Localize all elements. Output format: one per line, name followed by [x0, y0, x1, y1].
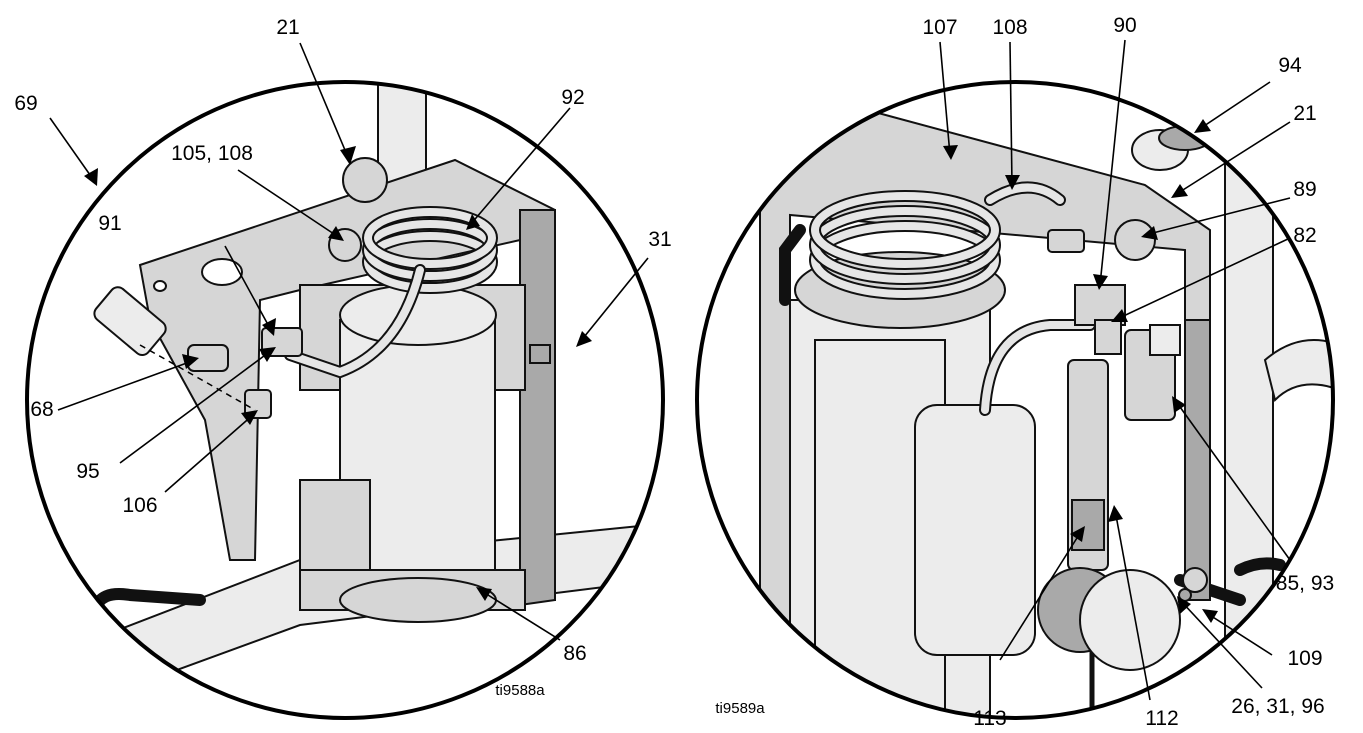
- right-assembly-drawing: [759, 82, 1333, 718]
- callout-label: 95: [76, 460, 99, 483]
- callout-label: 69: [14, 92, 37, 115]
- callout-label: 68: [30, 398, 53, 421]
- callout-label: 91: [98, 212, 121, 235]
- callout-labels-left: 21 69 92 105, 108 91 31 68 95 106 86: [14, 16, 671, 665]
- leader-lines-right: [939, 39, 1291, 701]
- figure-id-right: ti9589a: [715, 700, 765, 717]
- callout-label: 109: [1287, 647, 1322, 670]
- detail-view-left: 21 69 92 105, 108 91 31 68 95 106 86 ti9…: [14, 16, 672, 720]
- callout-label: 108: [992, 16, 1027, 39]
- callout-label: 90: [1113, 14, 1136, 37]
- left-assembly-drawing: [39, 82, 663, 718]
- callout-label: 89: [1293, 178, 1316, 201]
- callout-label: 85, 93: [1276, 572, 1334, 595]
- callout-label: 21: [1293, 102, 1316, 125]
- callout-label: 112: [1145, 707, 1178, 730]
- callout-label: 113: [973, 707, 1006, 730]
- callout-label: 107: [922, 16, 957, 39]
- callout-label: 105, 108: [171, 142, 253, 165]
- callout-label: 21: [276, 16, 299, 39]
- callout-label: 92: [561, 86, 584, 109]
- callout-labels-right: 107 108 90 94 21 89 82 85, 93 109 26, 31…: [922, 14, 1334, 730]
- detail-view-right: 107 108 90 94 21 89 82 85, 93 109 26, 31…: [695, 14, 1335, 730]
- detail-circle-left: [25, 80, 665, 720]
- callout-label: 82: [1293, 224, 1316, 247]
- callout-label: 31: [648, 228, 671, 251]
- detail-circle-right: [695, 80, 1335, 720]
- heat-coil: [362, 206, 498, 294]
- callout-label: 26, 31, 96: [1231, 695, 1324, 718]
- callout-label: 106: [122, 494, 157, 517]
- callout-label: 94: [1278, 54, 1302, 77]
- heat-coil-right: [809, 190, 1001, 300]
- callout-label: 86: [563, 642, 586, 665]
- leader-lines-left: [49, 42, 649, 641]
- figure-id-left: ti9588a: [495, 682, 545, 699]
